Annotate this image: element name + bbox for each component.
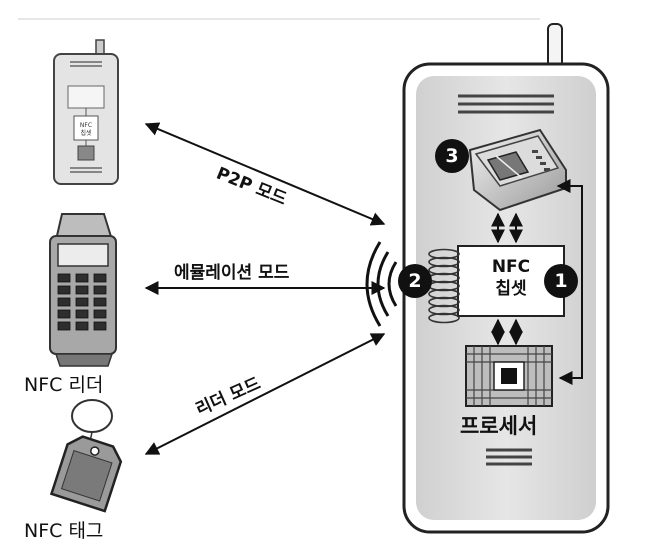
arrow-sim-processor-bracket xyxy=(556,179,583,385)
badge-3: 3 xyxy=(435,139,469,173)
sim-card-icon xyxy=(468,128,567,212)
processor-label: 프로세서 xyxy=(460,414,538,438)
rf-wave-icon xyxy=(365,241,398,327)
reader-screen xyxy=(57,243,109,267)
processor-chip-icon xyxy=(465,345,553,407)
nfc-chipset-line2: 칩셋 xyxy=(495,279,527,299)
small-phone-chipset-box xyxy=(73,115,99,141)
nfc-tag-icon xyxy=(49,399,123,513)
tag-ring xyxy=(71,399,113,433)
main-phone-speaker-grill xyxy=(458,94,554,114)
main-phone-bottom-grill xyxy=(486,448,532,466)
badge-1: 1 xyxy=(544,264,578,298)
badge-2: 2 xyxy=(398,264,432,298)
small-phone-screen-line2: 칩셋 xyxy=(80,129,92,137)
small-phone-screen-line1: NFC xyxy=(80,122,92,129)
p2p-mode-arrow xyxy=(144,122,386,226)
small-phone-processor xyxy=(77,145,95,161)
nfc-tag-label: NFC 태그 xyxy=(24,520,104,542)
nfc-reader-device xyxy=(49,213,117,367)
reader-keypad xyxy=(57,273,107,331)
nfc-chipset-label: NFC 칩셋 xyxy=(472,256,550,300)
emulation-mode-label: 에뮬레이션 모드 xyxy=(174,263,290,283)
nfc-reader-label: NFC 리더 xyxy=(24,374,104,396)
reader-mode-arrow xyxy=(144,333,386,455)
small-phone-sim xyxy=(67,85,105,109)
nfc-chipset-line1: NFC xyxy=(491,257,531,277)
small-phone xyxy=(53,39,119,185)
